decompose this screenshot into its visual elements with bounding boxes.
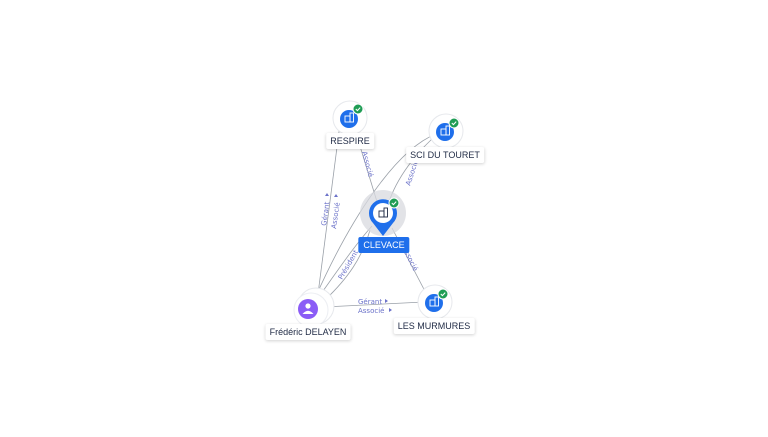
edge-label-person-murmures-b: Associé	[358, 307, 384, 315]
company-node-respire[interactable]	[332, 100, 368, 136]
node-label-frederic-delayen[interactable]: Frédéric DELAYEN	[265, 324, 351, 340]
node-label-clevace[interactable]: CLEVACE	[358, 237, 410, 253]
edge-label-person-center: Président	[337, 249, 360, 281]
company-node-les-murmures[interactable]	[417, 284, 453, 320]
edge-label-person-respire-b: Associé	[330, 202, 342, 229]
node-label-sci-du-touret[interactable]: SCI DU TOURET	[406, 147, 484, 163]
building-icon	[378, 207, 388, 218]
arrow-icon	[389, 308, 392, 312]
arrow-icon	[334, 194, 338, 197]
edge-label-sci-center: Associé	[404, 159, 420, 187]
building-icon	[344, 112, 354, 123]
person-icon	[302, 303, 314, 314]
verified-check-icon	[388, 197, 400, 209]
building-icon	[429, 296, 439, 307]
person-node-frederic-delayen[interactable]	[293, 287, 335, 328]
edge-person-respire	[317, 123, 341, 295]
edge-person-murmures	[323, 301, 425, 308]
node-label-les-murmures[interactable]: LES MURMURES	[393, 318, 475, 334]
edge-label-person-murmures-a: Gérant	[358, 298, 382, 306]
company-node-sci-du-touret[interactable]	[428, 113, 464, 149]
verified-check-icon	[448, 117, 460, 129]
arrow-icon	[385, 299, 388, 303]
company-node-clevace[interactable]	[360, 190, 406, 236]
verified-check-icon	[352, 103, 364, 115]
node-label-respire[interactable]: RESPIRE	[326, 133, 374, 149]
edge-label-respire-center: Associé	[360, 150, 375, 178]
arrow-icon	[325, 193, 329, 196]
edge-label-person-respire-a: Gérant	[320, 201, 331, 226]
verified-check-icon	[437, 288, 449, 300]
building-icon	[440, 125, 450, 136]
